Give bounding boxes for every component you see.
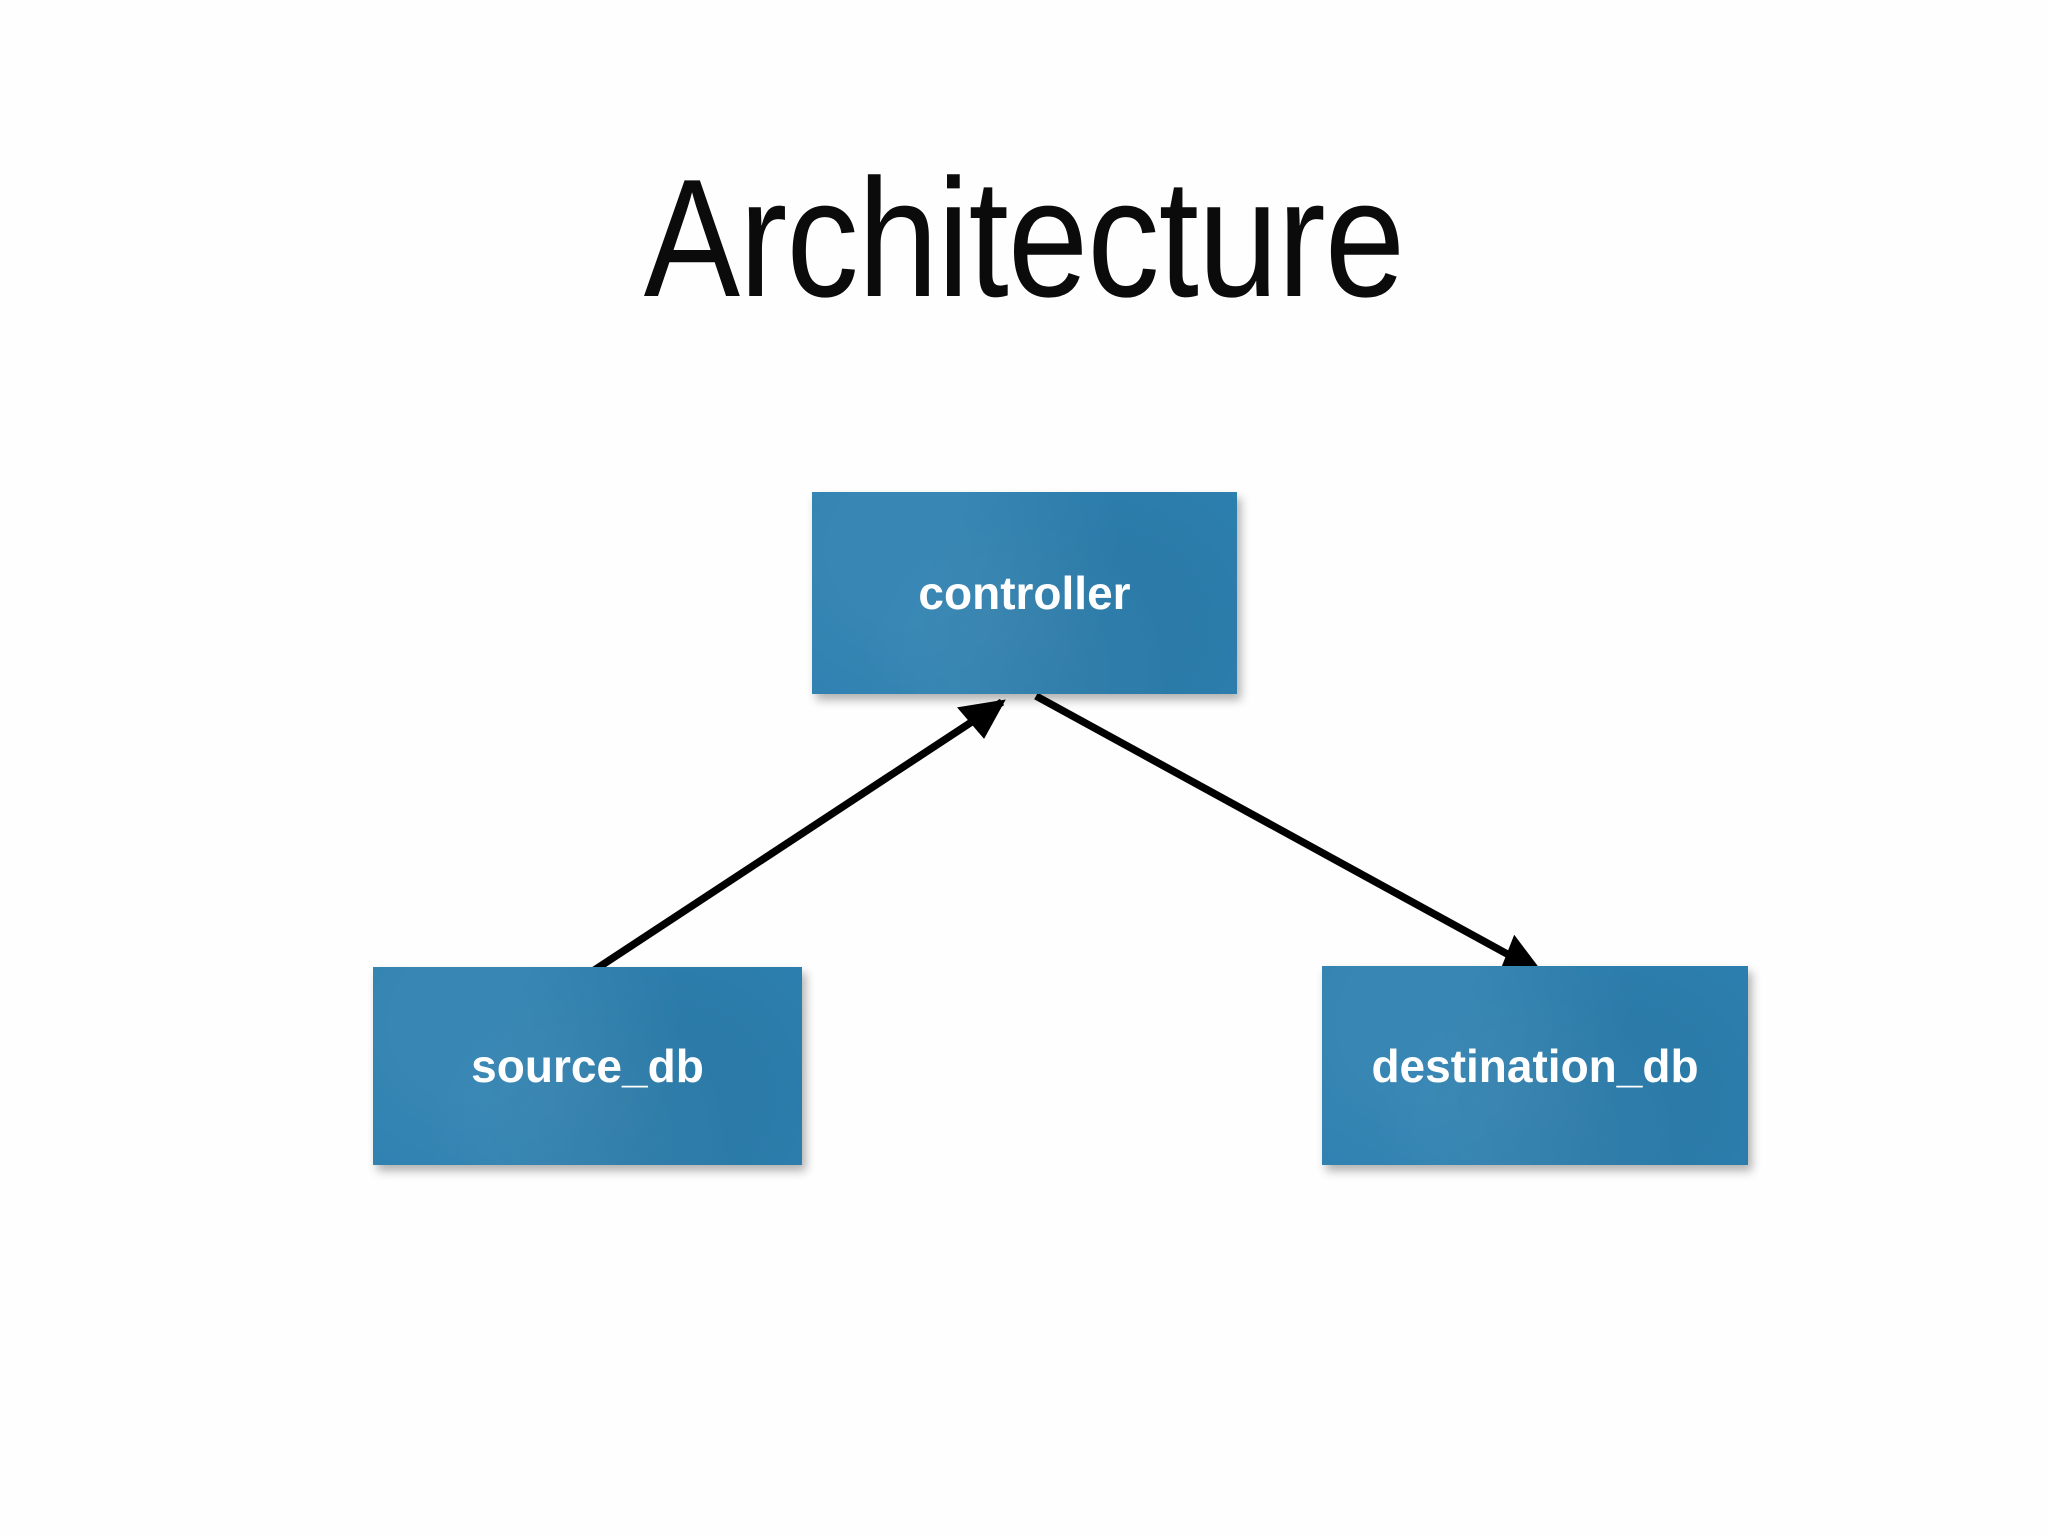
- node-controller-label: controller: [918, 567, 1131, 619]
- node-destination-db-label: destination_db: [1371, 1039, 1699, 1092]
- node-destination-db[interactable]: destination_db: [1322, 966, 1748, 1165]
- page-title: Architecture: [643, 144, 1405, 332]
- edge-source-db-to-controller: [590, 698, 1006, 975]
- node-controller[interactable]: controller: [812, 492, 1237, 694]
- node-source-db[interactable]: source_db: [373, 967, 802, 1165]
- edge-controller-to-destination-db: [1034, 692, 1544, 976]
- node-source-db-label: source_db: [471, 1040, 704, 1092]
